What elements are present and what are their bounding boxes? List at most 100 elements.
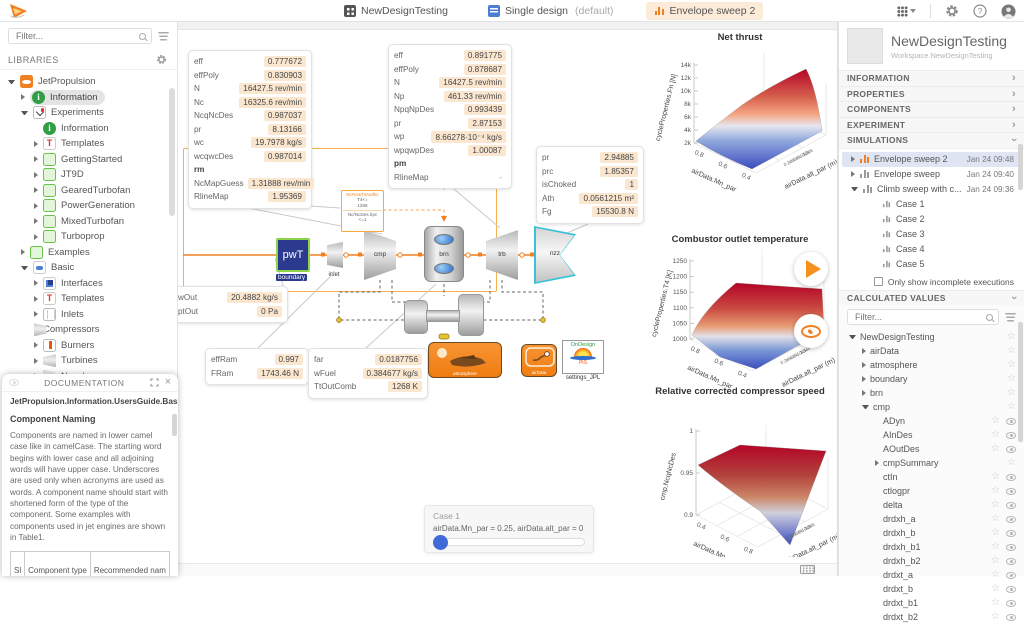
section-calculated-values[interactable]: CALCULATED VALUES ›: [839, 290, 1024, 306]
param-value[interactable]: 0.987014: [264, 151, 306, 162]
favorite-star-icon[interactable]: ☆: [991, 612, 1000, 622]
visibility-eye-icon[interactable]: [1006, 614, 1016, 621]
boundary-component[interactable]: pwT: [276, 238, 310, 272]
section-experiment[interactable]: EXPERIMENT›: [839, 117, 1024, 133]
sidebar-item-information[interactable]: Information: [0, 121, 177, 137]
nozzle-component[interactable]: nzz: [536, 228, 574, 282]
visibility-eye-icon[interactable]: [1006, 418, 1016, 425]
sidebar-item-compressors[interactable]: Compressors: [0, 322, 177, 338]
favorite-star-icon[interactable]: ☆: [1007, 402, 1016, 412]
tab-single-design[interactable]: Single design(default): [480, 2, 622, 20]
favorite-star-icon[interactable]: ☆: [1007, 360, 1016, 370]
sidebar-item-examples[interactable]: Examples: [0, 245, 177, 261]
expand-arrow-icon[interactable]: [34, 280, 38, 286]
param-value[interactable]: 19.7978 kg/s: [251, 137, 306, 148]
calc-value-airdata[interactable]: airData☆: [839, 344, 1024, 358]
visibility-eye-icon[interactable]: [1006, 516, 1016, 523]
sidebar-item-burners[interactable]: Burners: [0, 338, 177, 354]
calc-value-drdxt_b1[interactable]: drdxt_b1☆: [839, 596, 1024, 610]
calc-value-drdxh_a[interactable]: drdxh_a☆: [839, 512, 1024, 526]
doc-scrollbar[interactable]: [172, 414, 177, 436]
tab-envelope-sweep-2[interactable]: Envelope sweep 2: [646, 2, 764, 20]
param-value[interactable]: 2.87153: [468, 118, 506, 129]
calc-filter-field[interactable]: [853, 311, 986, 323]
doc-expand-icon[interactable]: [150, 378, 159, 387]
favorite-star-icon[interactable]: ☆: [991, 542, 1000, 552]
param-value[interactable]: -: [495, 172, 506, 183]
expand-arrow-icon[interactable]: [34, 342, 38, 348]
atmosphere-component[interactable]: atmosphere: [428, 342, 502, 378]
sidebar-item-inlets[interactable]: Inlets: [0, 307, 177, 323]
simlist-scrollbar[interactable]: [1018, 144, 1023, 190]
case-slider-track[interactable]: [433, 538, 585, 546]
calc-value-adyn[interactable]: ADyn☆: [839, 414, 1024, 428]
simulation-case-4[interactable]: Case 4: [839, 242, 1024, 257]
user-avatar-icon[interactable]: [1001, 4, 1016, 19]
calc-value-atmosphere[interactable]: atmosphere☆: [839, 358, 1024, 372]
help-icon[interactable]: ?: [973, 4, 987, 18]
sidebar-item-turboprop[interactable]: Turboprop: [0, 229, 177, 245]
collapse-arrow-icon[interactable]: [21, 111, 28, 115]
sidebar-item-turbines[interactable]: Turbines: [0, 353, 177, 369]
favorite-star-icon[interactable]: ☆: [1007, 374, 1016, 384]
favorite-star-icon[interactable]: ☆: [991, 486, 1000, 496]
param-value[interactable]: 1.31888 rev/min: [248, 178, 315, 189]
favorite-star-icon[interactable]: ☆: [991, 570, 1000, 580]
expand-arrow-icon[interactable]: [875, 460, 879, 466]
sidebar-item-templates[interactable]: Templates: [0, 136, 177, 152]
sidebar-item-mixedturbofan[interactable]: MixedTurbofan: [0, 214, 177, 230]
calc-value-cmp[interactable]: cmp☆: [839, 400, 1024, 414]
collapse-arrow-icon[interactable]: [849, 335, 856, 339]
calc-value-boundary[interactable]: boundary☆: [839, 372, 1024, 386]
calc-value-brn[interactable]: brn☆: [839, 386, 1024, 400]
visibility-eye-icon[interactable]: [1006, 446, 1016, 453]
section-simulations[interactable]: SIMULATIONS ›: [839, 132, 1024, 148]
sidebar-item-jetpropulsion[interactable]: JetPropulsion: [0, 74, 177, 90]
favorite-star-icon[interactable]: ☆: [991, 514, 1000, 524]
favorite-star-icon[interactable]: ☆: [991, 444, 1000, 454]
incomplete-checkbox[interactable]: [874, 277, 883, 286]
section-information[interactable]: INFORMATION›: [839, 70, 1024, 86]
app-logo-icon[interactable]: [8, 3, 28, 19]
apps-grid-icon[interactable]: [897, 6, 916, 17]
collapse-arrow-icon[interactable]: [8, 80, 15, 84]
param-value[interactable]: 15530.8 N: [592, 206, 638, 217]
param-value[interactable]: 20.4882 kg/s: [227, 292, 282, 303]
param-value[interactable]: 0.830903: [264, 70, 306, 81]
calc-value-delta[interactable]: delta☆: [839, 498, 1024, 512]
favorite-star-icon[interactable]: ☆: [1007, 332, 1016, 342]
expand-arrow-icon[interactable]: [34, 156, 38, 162]
calctree-scrollbar[interactable]: [1018, 322, 1023, 442]
section-properties[interactable]: PROPERTIES›: [839, 86, 1024, 102]
simulation-case-1[interactable]: Case 1: [839, 197, 1024, 212]
filter-icon[interactable]: [158, 32, 169, 41]
favorite-star-icon[interactable]: ☆: [991, 528, 1000, 538]
expand-arrow-icon[interactable]: [862, 376, 866, 382]
sidebar-item-templates[interactable]: Templates: [0, 291, 177, 307]
sidebar-item-basic[interactable]: Basic: [0, 260, 177, 276]
expand-arrow-icon[interactable]: [21, 249, 25, 255]
favorite-star-icon[interactable]: ☆: [991, 416, 1000, 426]
calc-value-drdxh_b[interactable]: drdxh_b☆: [839, 526, 1024, 540]
watch-results-button[interactable]: [794, 314, 828, 348]
param-value[interactable]: 0.0561215 m²: [579, 193, 638, 204]
sidebar-item-experiments[interactable]: Experiments: [0, 105, 177, 121]
calc-value-aoutdes[interactable]: AOutDes☆: [839, 442, 1024, 456]
param-value[interactable]: 0.891775: [464, 50, 506, 61]
expand-arrow-icon[interactable]: [34, 172, 38, 178]
param-value[interactable]: 0.0187756: [375, 354, 422, 365]
burner-component[interactable]: brn: [424, 226, 464, 282]
expand-arrow-icon[interactable]: [21, 94, 25, 100]
section-components[interactable]: COMPONENTS›: [839, 101, 1024, 117]
simulation-climb-sweep-with-c-[interactable]: Climb sweep with c...Jan 24 09:36: [839, 182, 1024, 197]
visibility-eye-icon[interactable]: [1006, 530, 1016, 537]
simulation-case-2[interactable]: Case 2: [839, 212, 1024, 227]
param-value[interactable]: 0 Pa: [257, 306, 282, 317]
param-value[interactable]: 1743.46 N: [257, 368, 303, 379]
simulation-case-5[interactable]: Case 5: [839, 257, 1024, 272]
